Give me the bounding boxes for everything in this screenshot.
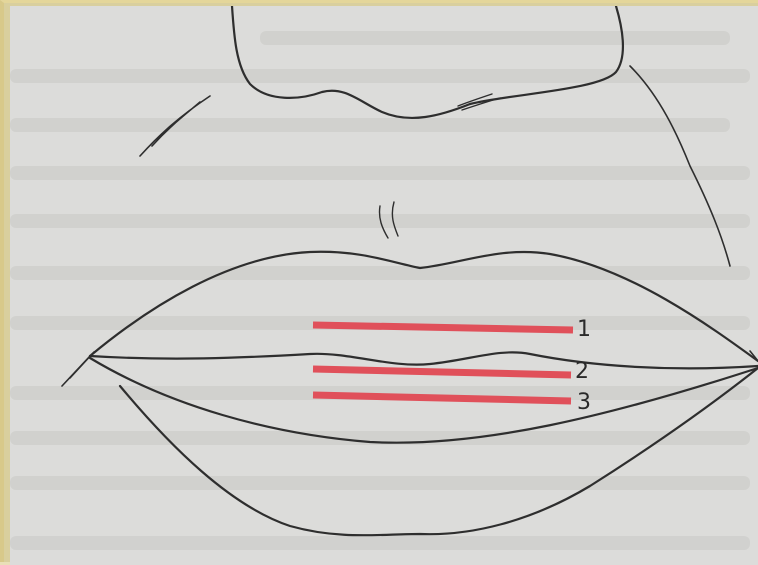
line-label-2: 2 bbox=[575, 361, 589, 383]
left-corner-mark bbox=[62, 352, 94, 386]
mouth-line bbox=[90, 352, 758, 368]
line-label-3: 3 bbox=[577, 392, 591, 414]
nose-outline bbox=[232, 6, 623, 118]
lips-drawing bbox=[10, 6, 758, 565]
measurement-line-1 bbox=[313, 325, 573, 330]
lip-illustration: 1 2 3 bbox=[10, 6, 758, 565]
line-label-1: 1 bbox=[577, 319, 591, 341]
background-text-texture bbox=[10, 31, 750, 550]
measurement-line-2 bbox=[313, 369, 571, 375]
